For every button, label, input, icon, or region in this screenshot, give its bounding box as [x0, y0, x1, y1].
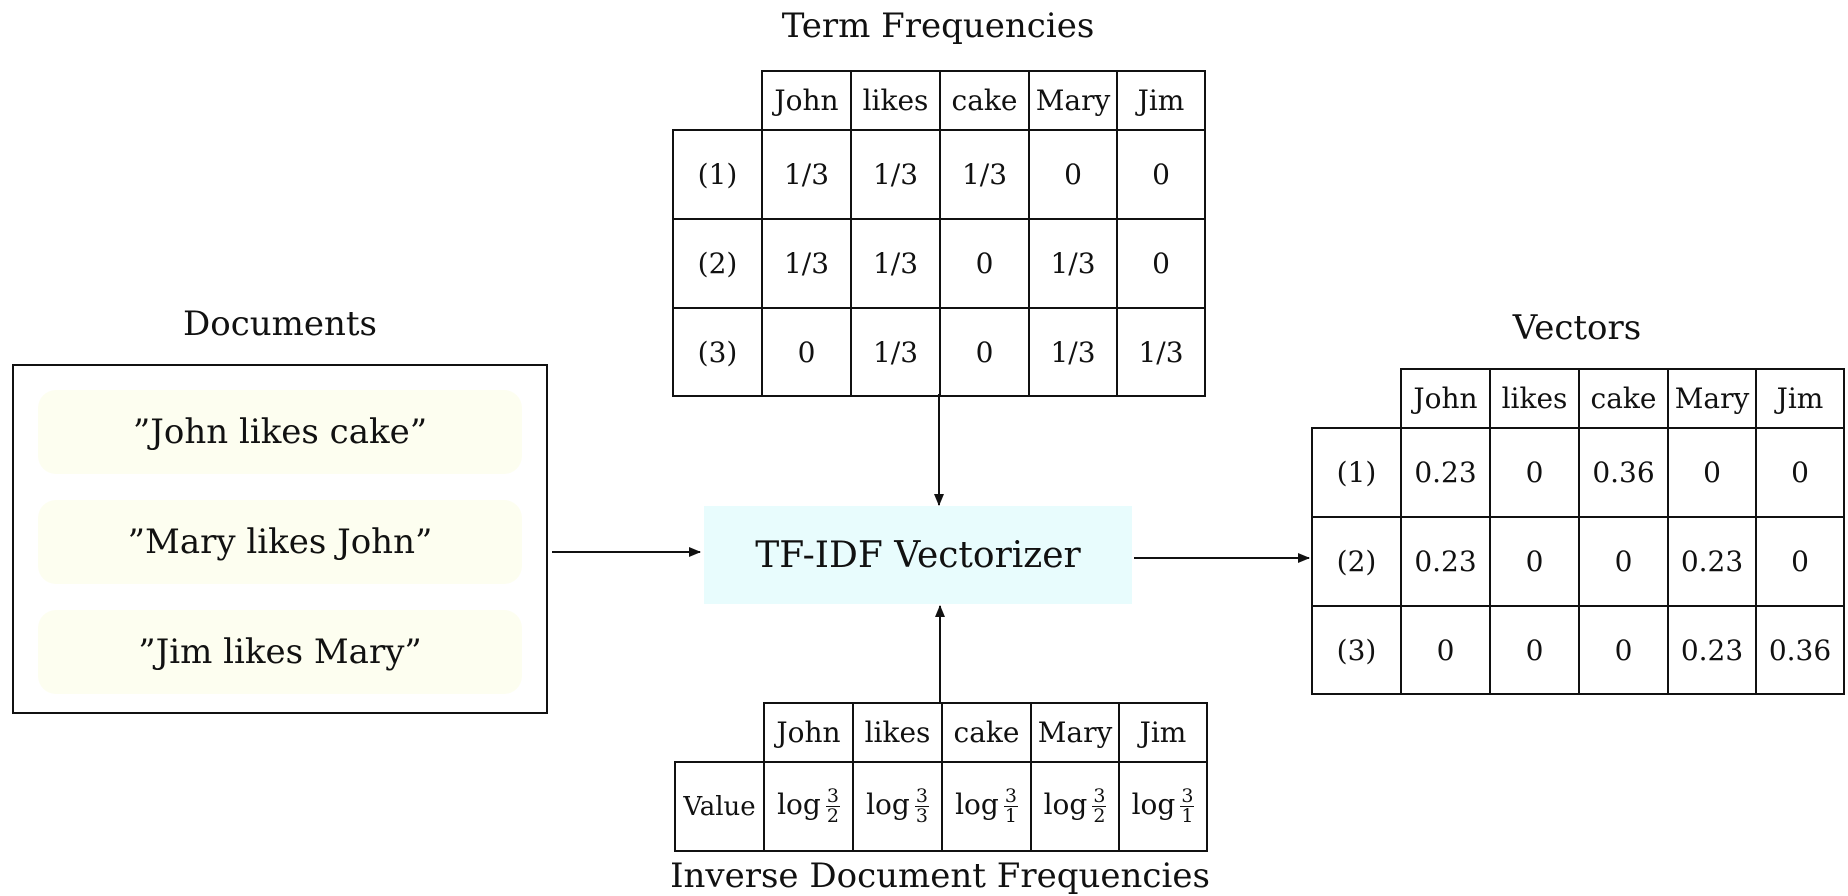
- vectors-title: Vectors: [1512, 308, 1642, 348]
- table-cell: 0: [1028, 129, 1118, 220]
- table-row: (2) 1/3 1/3 0 1/3 0: [672, 218, 1206, 309]
- table-cell: 0.36: [1755, 605, 1845, 695]
- table-cell: 0: [1400, 605, 1491, 695]
- table-row: (3) 0 0 0 0.23 0.36: [1311, 605, 1845, 695]
- column-header: likes: [850, 70, 941, 131]
- table-cell: 1/3: [761, 129, 852, 220]
- table-cell: 0: [1489, 516, 1580, 607]
- corner-cell: [675, 703, 765, 763]
- table-cell: 0.23: [1667, 516, 1757, 607]
- table-cell: 0.23: [1667, 605, 1757, 695]
- document-item: ”Mary likes John”: [38, 500, 522, 584]
- row-label: (1): [672, 129, 763, 220]
- table-cell: 0: [761, 307, 852, 397]
- table-cell: 0: [1578, 516, 1669, 607]
- table-cell: 1/3: [1028, 218, 1118, 309]
- column-header: Mary: [1028, 70, 1118, 131]
- table-cell: 0.36: [1578, 427, 1669, 518]
- term-frequencies-title: Term Frequencies: [781, 6, 1095, 46]
- table-cell: 1/3: [939, 129, 1030, 220]
- table-cell: 0: [1116, 129, 1206, 220]
- column-header: cake: [939, 70, 1030, 131]
- tfidf-vectorizer-box: TF-IDF Vectorizer: [704, 506, 1132, 604]
- table-cell: 1/3: [1116, 307, 1206, 397]
- table-row: (3) 0 1/3 0 1/3 1/3: [672, 307, 1206, 397]
- row-label: (3): [672, 307, 763, 397]
- corner-cell: [1312, 369, 1402, 429]
- column-header: Mary: [1030, 702, 1120, 763]
- row-label: (1): [1311, 427, 1402, 518]
- corner-cell: [673, 71, 763, 131]
- row-label: (3): [1311, 605, 1402, 695]
- table-cell: 0.23: [1400, 427, 1491, 518]
- column-header: likes: [1489, 368, 1580, 429]
- row-label: (2): [1311, 516, 1402, 607]
- table-cell: 1/3: [850, 129, 941, 220]
- document-item: ”John likes cake”: [38, 390, 522, 474]
- table-row: (2) 0.23 0 0 0.23 0: [1311, 516, 1845, 607]
- table-cell: 0: [1755, 427, 1845, 518]
- column-header: John: [761, 70, 852, 131]
- table-cell: 0: [939, 307, 1030, 397]
- table-cell: 0: [1489, 427, 1580, 518]
- idf-title: Inverse Document Frequencies: [670, 856, 1210, 896]
- column-header: cake: [941, 702, 1032, 763]
- column-header: cake: [1578, 368, 1669, 429]
- documents-box: ”John likes cake” ”Mary likes John” ”Jim…: [12, 364, 548, 714]
- table-cell: 0: [939, 218, 1030, 309]
- column-header: Jim: [1116, 70, 1206, 131]
- table-cell: 1/3: [850, 218, 941, 309]
- table-cell: 0.23: [1400, 516, 1491, 607]
- table-row: (1) 1/3 1/3 1/3 0 0: [672, 129, 1206, 220]
- table-cell: 0: [1116, 218, 1206, 309]
- documents-title: Documents: [182, 304, 378, 344]
- table-cell: 0: [1578, 605, 1669, 695]
- document-item: ”Jim likes Mary”: [38, 610, 522, 694]
- column-header: John: [763, 702, 854, 763]
- table-cell: 1/3: [761, 218, 852, 309]
- table-row: (1) 0.23 0 0.36 0 0: [1311, 427, 1845, 518]
- row-label: Value: [674, 761, 765, 852]
- table-cell: 0: [1667, 427, 1757, 518]
- column-header: Jim: [1118, 702, 1208, 763]
- column-header: likes: [852, 702, 943, 763]
- table-cell: 0: [1755, 516, 1845, 607]
- column-header: John: [1400, 368, 1491, 429]
- column-header: Mary: [1667, 368, 1757, 429]
- column-header: Jim: [1755, 368, 1845, 429]
- table-cell: 0: [1489, 605, 1580, 695]
- term-frequencies-table: John likes cake Mary Jim (1) 1/3 1/3 1/3…: [672, 70, 1206, 397]
- vectors-table: John likes cake Mary Jim (1) 0.23 0 0.36…: [1311, 368, 1845, 695]
- row-label: (2): [672, 218, 763, 309]
- table-cell: 1/3: [1028, 307, 1118, 397]
- table-cell: 1/3: [850, 307, 941, 397]
